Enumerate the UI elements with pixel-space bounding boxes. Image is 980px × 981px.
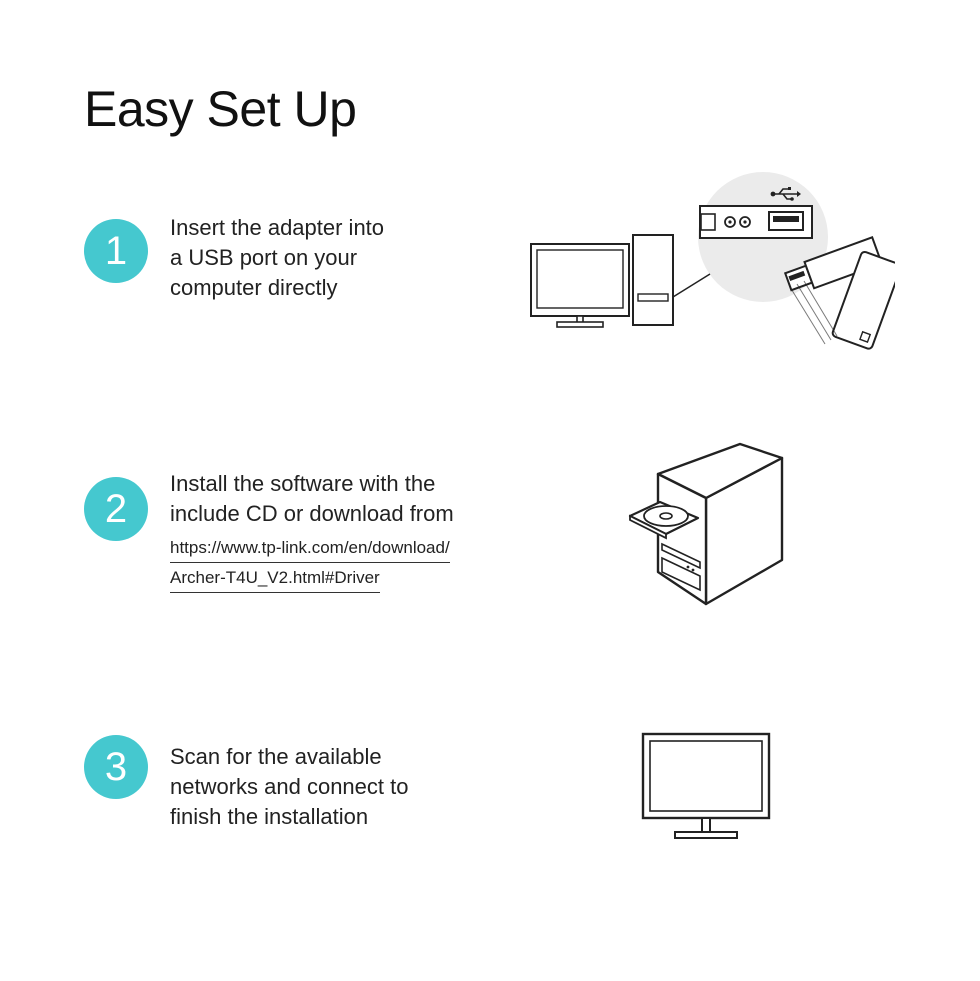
step-1-line-2: a USB port on your [170, 245, 358, 270]
monitor-icon [641, 732, 771, 840]
step-3-line-2: networks and connect to [170, 774, 409, 799]
driver-download-link-text-1[interactable]: https://www.tp-link.com/en/download/ [170, 538, 450, 563]
step-2-line-2: include CD or download from [170, 501, 454, 526]
driver-download-link-line-1[interactable]: https://www.tp-link.com/en/download/ [170, 538, 450, 563]
step-3-number-badge: 3 [84, 735, 148, 799]
step-3-description: Scan for the available networks and conn… [170, 742, 408, 832]
step-3-line-3: finish the installation [170, 804, 369, 829]
driver-download-link-text-2[interactable]: Archer-T4U_V2.html#Driver [170, 568, 380, 593]
step-2-line-1: Install the software with the [170, 471, 436, 496]
step-3-line-1: Scan for the available [170, 744, 382, 769]
step-1-line-1: Insert the adapter into [170, 215, 385, 240]
step-1-line-3: computer directly [170, 275, 338, 300]
computer-usb-adapter-icon [525, 172, 895, 372]
page-title: Easy Set Up [84, 81, 357, 137]
step-2-number-badge: 2 [84, 477, 148, 541]
tower-cd-drive-icon [626, 440, 788, 608]
step-1-description: Insert the adapter into a USB port on yo… [170, 213, 384, 303]
step-1-number-badge: 1 [84, 219, 148, 283]
driver-download-link-line-2[interactable]: Archer-T4U_V2.html#Driver [170, 568, 380, 593]
step-2-description: Install the software with the include CD… [170, 469, 454, 529]
